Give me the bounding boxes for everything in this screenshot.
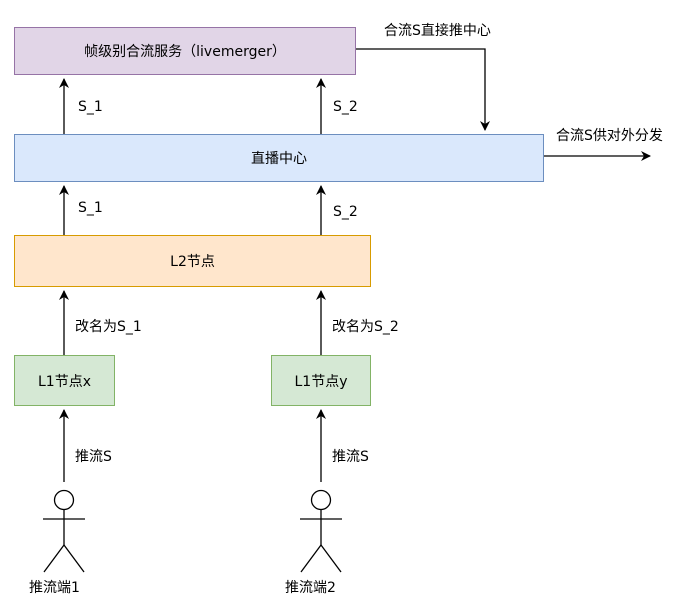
livemerger-service-label: 帧级别合流服务（livemerger） — [84, 44, 286, 60]
edge-label-push-2: 推流S — [332, 449, 369, 465]
l1-node-x-box: L1节点x — [14, 355, 115, 406]
l2-node-label: L2节点 — [170, 254, 215, 270]
l1-node-y-label: L1节点y — [294, 373, 348, 390]
live-center-box: 直播中心 — [14, 134, 544, 182]
edge-label-s2-upper: S_2 — [333, 99, 358, 115]
edge-label-push-1: 推流S — [75, 449, 112, 465]
edge-label-distribute: 合流S供对外分发 — [556, 128, 663, 144]
actor-label-client-1: 推流端1 — [29, 580, 80, 596]
arrow-merged-to-center — [356, 48, 490, 131]
edge-label-s1-lower: S_1 — [78, 200, 103, 216]
edge-label-rename-1: 改名为S_1 — [75, 319, 142, 335]
edge-label-rename-2: 改名为S_2 — [332, 319, 399, 335]
l1-node-x-label: L1节点x — [38, 373, 91, 390]
edge-label-s1-upper: S_1 — [78, 99, 103, 115]
livemerger-service-box: 帧级别合流服务（livemerger） — [14, 27, 356, 75]
stick-figure-icon — [43, 489, 85, 573]
live-center-label: 直播中心 — [251, 151, 307, 167]
edge-label-merged-push: 合流S直接推中心 — [384, 23, 491, 39]
edge-label-s2-lower: S_2 — [333, 204, 358, 220]
actor-label-client-2: 推流端2 — [285, 580, 336, 596]
l2-node-box: L2节点 — [14, 235, 371, 287]
l1-node-y-box: L1节点y — [271, 355, 371, 406]
stick-figure-icon — [300, 489, 342, 573]
